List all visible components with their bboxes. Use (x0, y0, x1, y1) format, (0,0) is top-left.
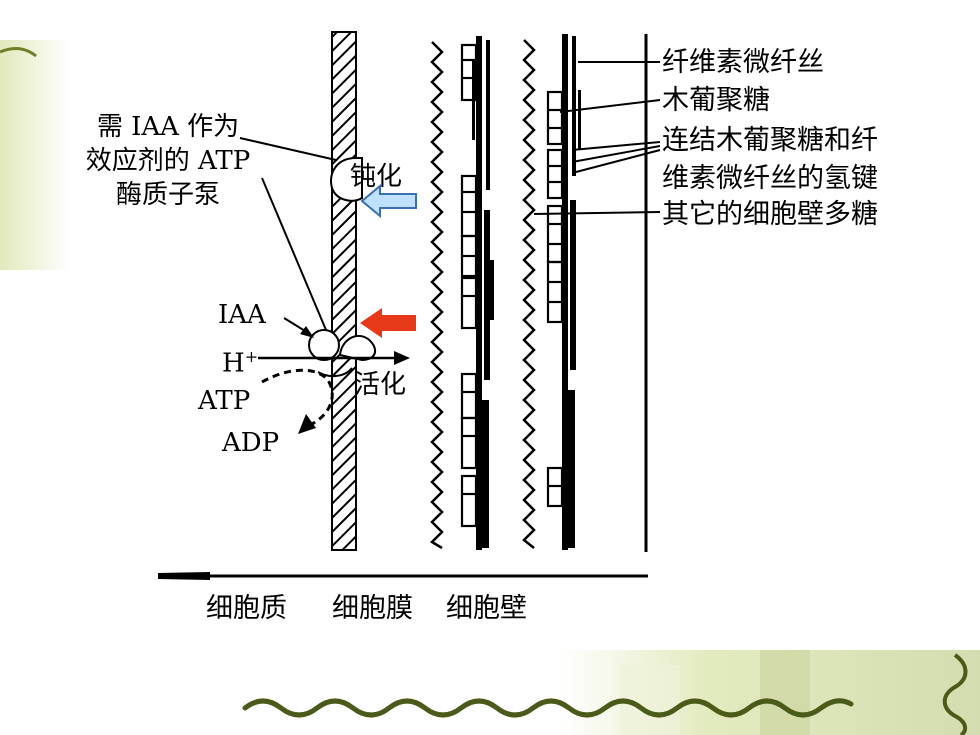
other-polysaccharides-label: 其它的细胞壁多糖 (662, 199, 878, 230)
blunted-pump-shape (330, 157, 363, 202)
pump-label-line3: 酶质子泵 (115, 180, 220, 210)
decorative-bottom-band (560, 650, 980, 735)
h-plus-label: H+ (222, 340, 258, 381)
atp-dashed-curve (261, 368, 334, 426)
atp-label: ATP (198, 386, 251, 416)
microfibril-band-right (562, 34, 581, 550)
baseline-left-thick-end (158, 572, 210, 580)
decorative-curl (942, 653, 968, 735)
decorative-squiggle (242, 698, 854, 718)
adp-label: ADP (222, 428, 280, 458)
hydrogen-bond-label-line1: 连结木葡聚糖和纤 (662, 125, 878, 156)
adp-arrowhead (298, 414, 316, 434)
pump-leader-line-upper (239, 137, 337, 161)
iaa-pointer-arrowhead (300, 326, 314, 338)
plasma-membrane-label: 细胞膜 (332, 593, 413, 624)
cytoplasm-label: 细胞质 (206, 593, 287, 624)
blunted-label: 钝化 (350, 162, 403, 192)
xyloglucan-label: 木葡聚糖 (662, 85, 770, 116)
active-pump-shape (308, 329, 376, 378)
pump-leader-line-lower (261, 177, 327, 331)
decorative-left-band (0, 40, 70, 270)
plasma-membrane-hatched-bar (331, 31, 357, 551)
cell-wall-zigzag-right (522, 39, 536, 549)
iaa-label: IAA (218, 300, 266, 330)
cellulose-microfibril-label: 纤维素微纤丝 (662, 47, 824, 78)
xyloglucan-ladders-right (546, 90, 564, 508)
activation-arrow (360, 308, 416, 338)
cell-wall-zigzag-left (429, 41, 444, 550)
pump-label-line1: 需 IAA 作为 (96, 112, 240, 142)
hydrogen-bond-label-line2: 维素微纤丝的氢键 (662, 163, 878, 194)
xyloglucan-ladders-left (460, 43, 478, 528)
h-plus-superscript: + (244, 347, 259, 366)
h-plus-arrowhead (394, 351, 410, 365)
right-label-leader-lines (533, 61, 661, 215)
pump-label-line2: 效应剂的 ATP (85, 146, 251, 176)
activated-label: 活化 (354, 370, 407, 400)
cell-wall-label: 细胞壁 (446, 593, 527, 624)
blunted-arrow (360, 183, 417, 219)
h-plus-text: H (222, 348, 245, 379)
